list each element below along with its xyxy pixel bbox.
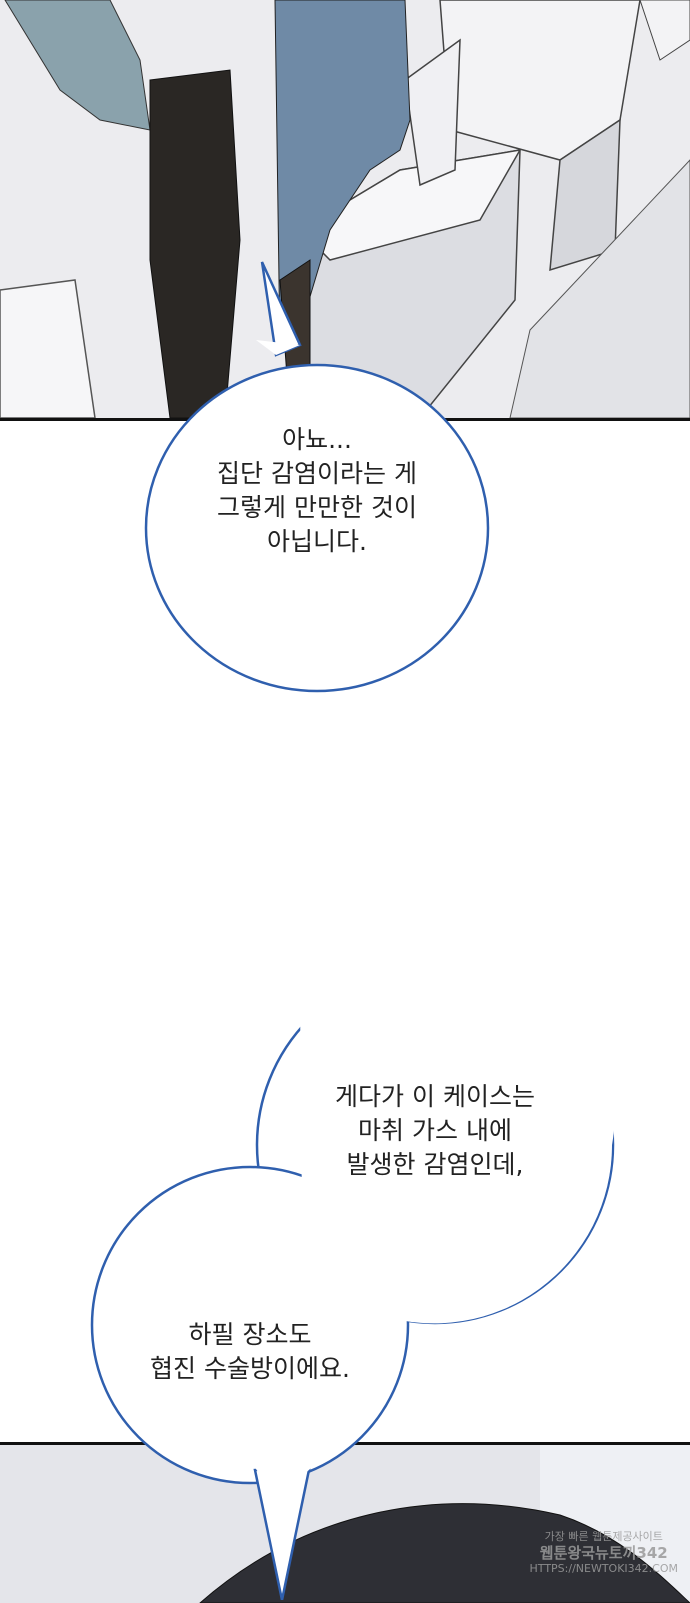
dialogue-line: 하필 장소도: [188, 1320, 312, 1349]
dialogue-line: 아닙니다.: [267, 527, 367, 556]
panel-illustration-display-cases: [0, 0, 690, 418]
dialogue-line: 협진 수술방이에요.: [150, 1354, 350, 1383]
dialogue-line: 그렇게 만만한 것이: [217, 493, 417, 522]
speech-bubble-1-text: 아뇨... 집단 감염이라는 게 그렇게 만만한 것이 아닙니다.: [150, 423, 484, 559]
watermark-line: 가장 빠른 웹툰제공사이트: [544, 1530, 663, 1543]
dialogue-line: 게다가 이 케이스는: [335, 1082, 535, 1111]
speech-bubble-3-text: 하필 장소도 협진 수술방이에요.: [110, 1318, 390, 1386]
watermark: 가장 빠른 웹툰제공사이트 웹툰왕국뉴토끼342 HTTPS://NEWTOKI…: [530, 1530, 678, 1576]
watermark-line: 웹툰왕국뉴토끼342: [539, 1544, 668, 1562]
comic-panel-top: [0, 0, 690, 421]
speech-bubble-2-text: 게다가 이 케이스는 마취 가스 내에 발생한 감염인데,: [280, 1080, 590, 1182]
panel-illustration-character-hair: [0, 1445, 690, 1603]
dialogue-line: 발생한 감염인데,: [346, 1150, 524, 1179]
watermark-url: HTTPS://NEWTOKI342.COM: [529, 1562, 678, 1575]
comic-panel-bottom: [0, 1442, 690, 1603]
dialogue-line: 집단 감염이라는 게: [217, 459, 417, 488]
dialogue-line: 아뇨...: [282, 425, 352, 454]
dialogue-line: 마취 가스 내에: [358, 1116, 512, 1145]
